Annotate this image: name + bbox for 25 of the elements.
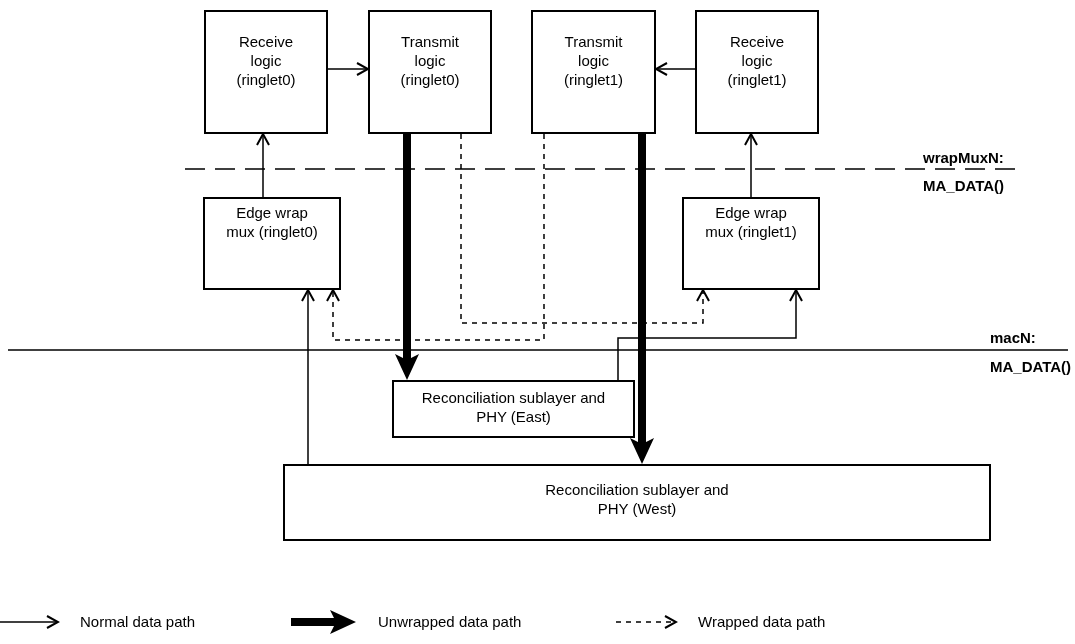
process-box: Edge wrap mux (ringlet0) (203, 197, 341, 290)
legend-label: Unwrapped data path (378, 613, 522, 630)
interface-label: MA_DATA() (923, 177, 1005, 194)
arrow (655, 62, 696, 76)
arrow (326, 133, 545, 341)
process-box: Reconciliation sublayer and PHY (East) (392, 380, 635, 438)
process-box: Receive logic (ringlet1) (695, 10, 819, 134)
interface-label: macN: (990, 329, 1036, 346)
arrow (460, 133, 710, 324)
process-box: Receive logic (ringlet0) (204, 10, 328, 134)
arrow (630, 134, 654, 464)
process-box: Reconciliation sublayer and PHY (West) (283, 464, 991, 541)
arrow (617, 289, 803, 381)
process-box: Edge wrap mux (ringlet1) (682, 197, 820, 290)
interface-label: MA_DATA() (990, 358, 1072, 375)
legend-label: Normal data path (80, 613, 196, 630)
process-box: Transmit logic (ringlet1) (531, 10, 656, 134)
process-box: Transmit logic (ringlet0) (368, 10, 492, 134)
interface-label: wrapMuxN: (923, 149, 1004, 166)
arrow (327, 62, 369, 76)
arrow (395, 134, 419, 380)
arrow (301, 289, 315, 465)
legend-label: Wrapped data path (698, 613, 826, 630)
arrow (744, 133, 758, 198)
arrow (256, 133, 270, 198)
